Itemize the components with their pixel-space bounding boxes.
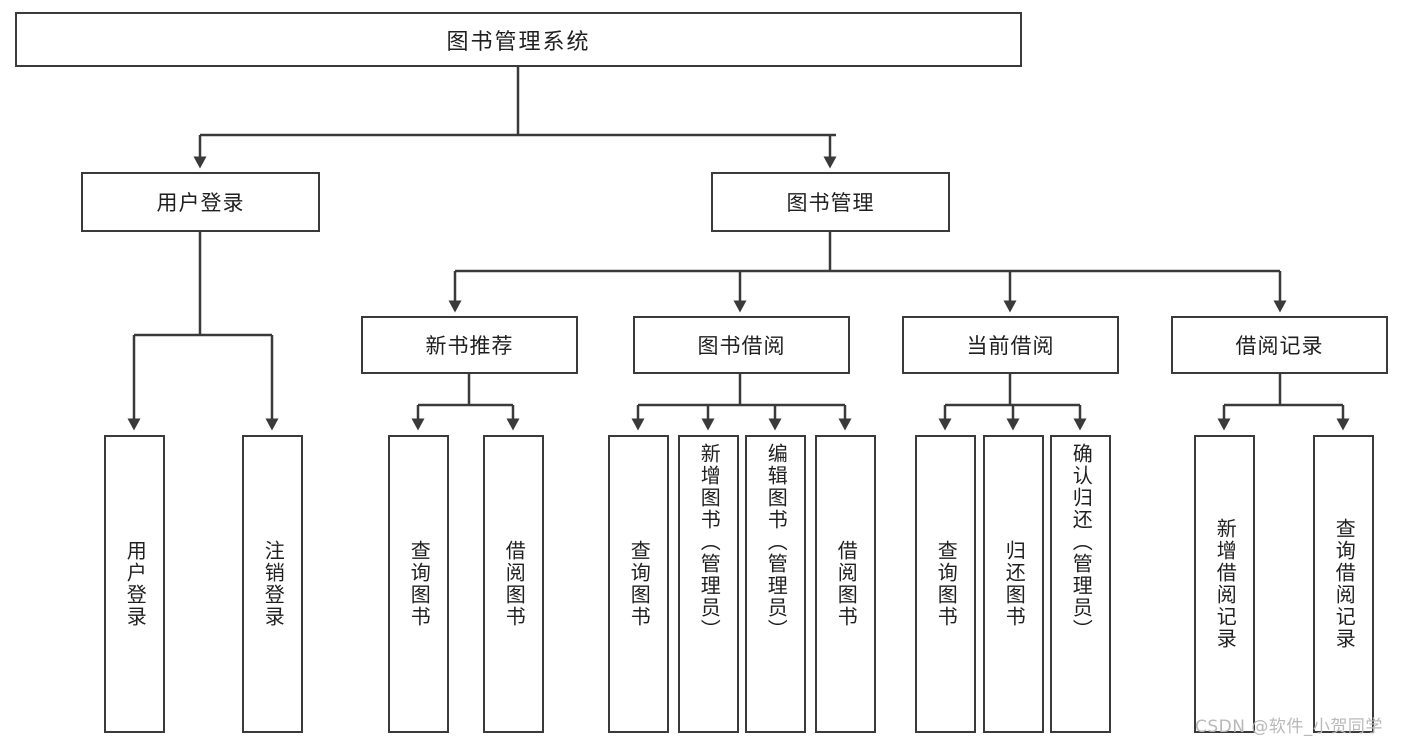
node-current-borrow[interactable]: 当前借阅 <box>902 316 1119 374</box>
node-current-borrow-label: 当前借阅 <box>966 334 1055 358</box>
leaf-user-login-label: 用户登录 <box>123 540 148 628</box>
leaf-return-book[interactable]: 归还图书 <box>983 435 1044 733</box>
leaf-borrow-book-label: 借阅图书 <box>834 540 859 628</box>
leaf-logout-label: 注销登录 <box>261 540 286 628</box>
leaf-query-book-current-label: 查询图书 <box>934 540 959 628</box>
node-borrow-record-label: 借阅记录 <box>1235 334 1324 358</box>
node-book-borrow[interactable]: 图书借阅 <box>633 316 850 374</box>
leaf-add-book-admin[interactable]: 新增图书（管理员） <box>678 435 739 733</box>
node-user-login[interactable]: 用户登录 <box>81 172 320 232</box>
leaf-add-borrow-record[interactable]: 新增借阅记录 <box>1194 435 1255 733</box>
leaf-query-book-recommend[interactable]: 查询图书 <box>388 435 449 733</box>
leaf-query-book-recommend-label: 查询图书 <box>407 540 432 628</box>
watermark: CSDN @软件_小贺同学 <box>1195 717 1383 737</box>
leaf-return-book-label: 归还图书 <box>1002 540 1027 628</box>
node-book-management-label: 图书管理 <box>786 191 875 215</box>
leaf-user-login[interactable]: 用户登录 <box>104 435 165 733</box>
leaf-borrow-book-recommend[interactable]: 借阅图书 <box>483 435 544 733</box>
leaf-query-book-current[interactable]: 查询图书 <box>915 435 976 733</box>
leaf-query-book-borrow[interactable]: 查询图书 <box>608 435 669 733</box>
node-book-management[interactable]: 图书管理 <box>711 172 950 232</box>
leaf-borrow-book[interactable]: 借阅图书 <box>815 435 876 733</box>
node-root-label: 图书管理系统 <box>446 29 591 55</box>
leaf-logout[interactable]: 注销登录 <box>242 435 303 733</box>
leaf-query-borrow-record-label: 查询借阅记录 <box>1332 518 1357 650</box>
leaf-query-borrow-record[interactable]: 查询借阅记录 <box>1313 435 1374 733</box>
node-new-book-recommend[interactable]: 新书推荐 <box>361 316 578 374</box>
leaf-edit-book-admin-label: 编辑图书（管理员） <box>764 443 789 641</box>
leaf-borrow-book-recommend-label: 借阅图书 <box>502 540 527 628</box>
leaf-edit-book-admin[interactable]: 编辑图书（管理员） <box>745 435 806 733</box>
node-user-login-label: 用户登录 <box>156 191 245 215</box>
leaf-query-book-borrow-label: 查询图书 <box>627 540 652 628</box>
leaf-confirm-return-admin[interactable]: 确认归还（管理员） <box>1050 435 1111 733</box>
node-new-book-recommend-label: 新书推荐 <box>425 334 514 358</box>
leaf-confirm-return-admin-label: 确认归还（管理员） <box>1069 443 1094 641</box>
leaf-add-book-admin-label: 新增图书（管理员） <box>697 443 722 641</box>
leaf-add-borrow-record-label: 新增借阅记录 <box>1213 518 1238 650</box>
node-book-borrow-label: 图书借阅 <box>697 334 786 358</box>
node-borrow-record[interactable]: 借阅记录 <box>1171 316 1388 374</box>
node-root[interactable]: 图书管理系统 <box>15 12 1022 67</box>
